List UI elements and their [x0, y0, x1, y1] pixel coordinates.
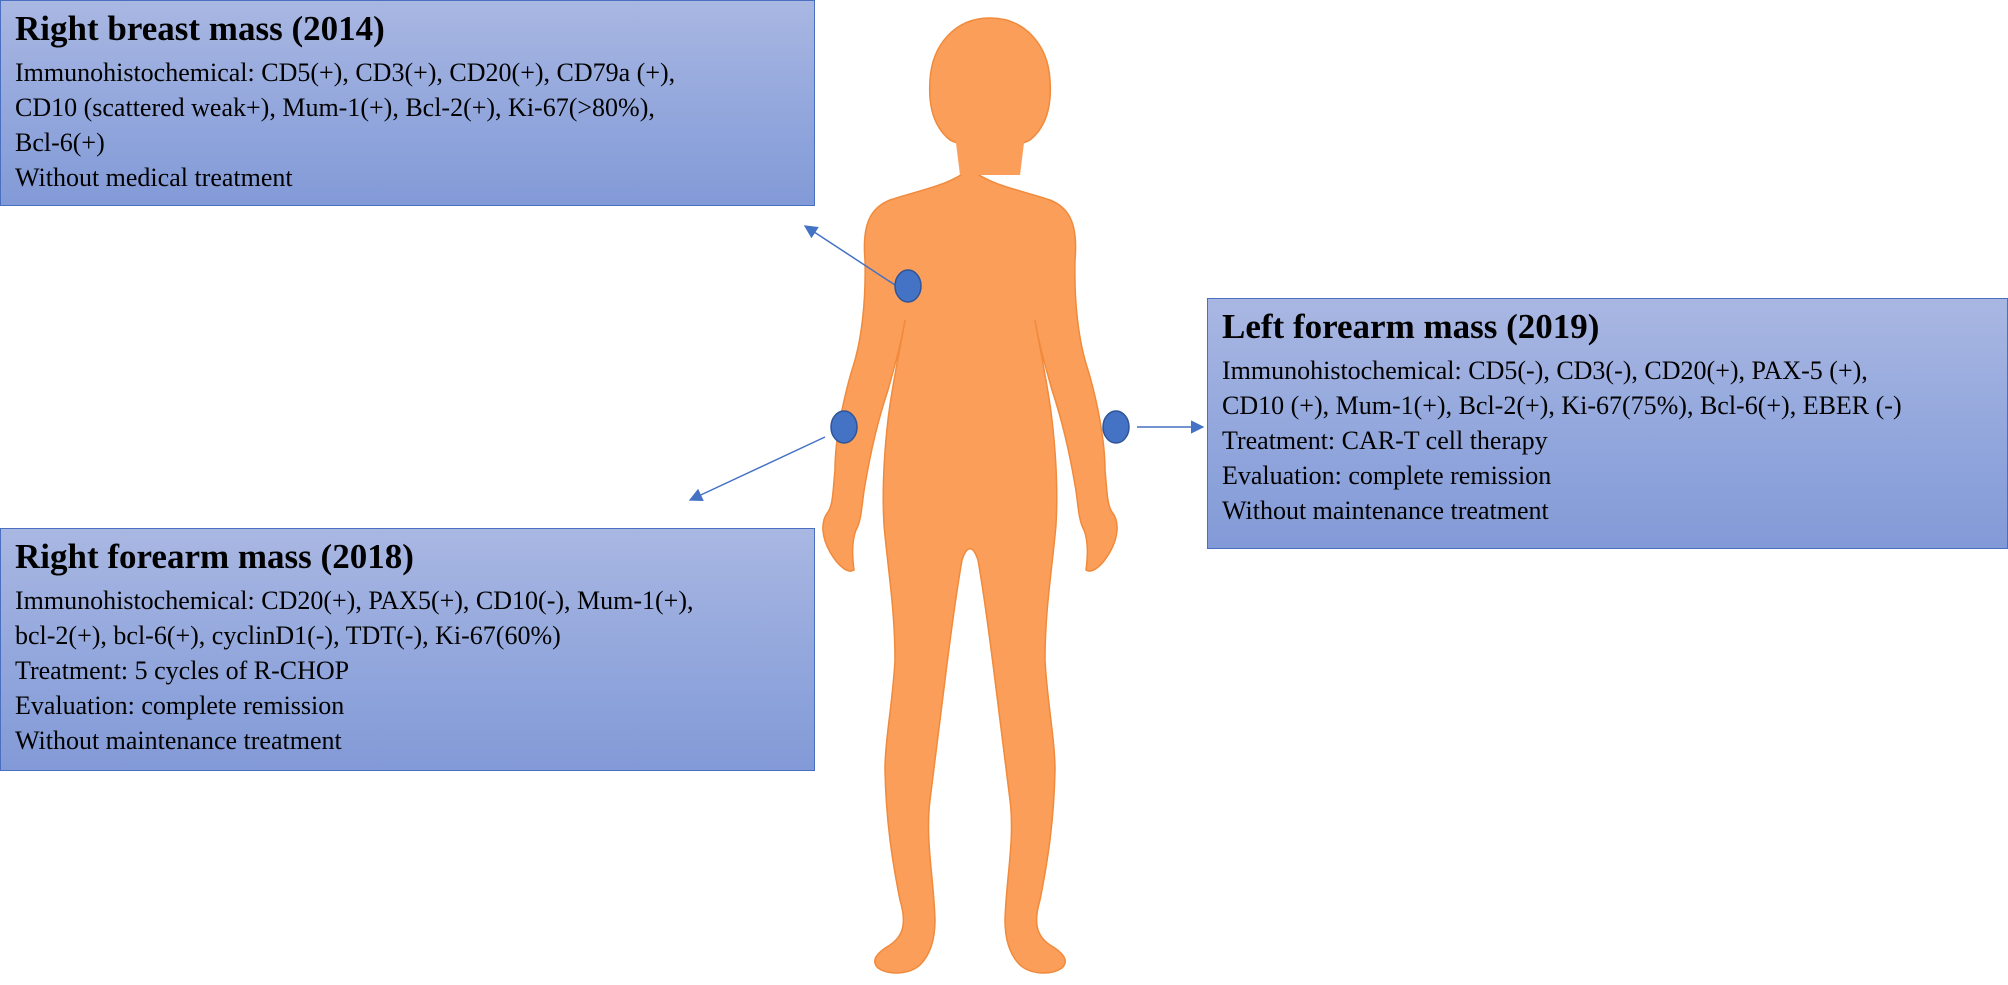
- right-forearm-mass-line-3: Treatment: 5 cycles of R-CHOP: [15, 656, 350, 685]
- right-forearm-mass-line-4: Evaluation: complete remission: [15, 691, 345, 720]
- left-forearm-mass-line-4: Evaluation: complete remission: [1222, 461, 1552, 490]
- arrow-right-forearm: [688, 436, 826, 501]
- right-forearm-mass-line-1: Immunohistochemical: CD20(+), PAX5(+), C…: [15, 586, 694, 615]
- breast-mass-line-1: Immunohistochemical: CD5(+), CD3(+), CD2…: [15, 58, 676, 87]
- left-forearm-mass-line-2: CD10 (+), Mum-1(+), Bcl-2(+), Ki-67(75%)…: [1222, 391, 1902, 420]
- breast-mass-box: Right breast mass (2014) Immunohistochem…: [0, 0, 815, 206]
- breast-mass-line-4: Without medical treatment: [15, 163, 293, 192]
- breast-mass-line-2: CD10 (scattered weak+), Mum-1(+), Bcl-2(…: [15, 93, 655, 122]
- left-forearm-mass-title: Left forearm mass (2019): [1222, 307, 1600, 346]
- left-forearm-mass-line-5: Without maintenance treatment: [1222, 496, 1549, 525]
- lesion-marker-left-forearm: [1102, 410, 1130, 444]
- left-forearm-mass-line-3: Treatment: CAR-T cell therapy: [1222, 426, 1548, 455]
- lesion-marker-right-forearm: [830, 410, 858, 444]
- right-forearm-mass-title: Right forearm mass (2018): [15, 537, 414, 576]
- right-forearm-mass-line-5: Without maintenance treatment: [15, 726, 342, 755]
- left-forearm-mass-box: Left forearm mass (2019) Immunohistochem…: [1207, 298, 2008, 549]
- left-forearm-mass-line-1: Immunohistochemical: CD5(-), CD3(-), CD2…: [1222, 356, 1868, 385]
- lesion-marker-breast: [894, 269, 922, 303]
- breast-mass-line-3: Bcl-6(+): [15, 128, 105, 157]
- arrow-breast: [803, 225, 896, 286]
- human-silhouette-icon: [822, 17, 1118, 974]
- right-forearm-mass-line-2: bcl-2(+), bcl-6(+), cyclinD1(-), TDT(-),…: [15, 621, 561, 650]
- breast-mass-title: Right breast mass (2014): [15, 9, 385, 48]
- right-forearm-mass-box: Right forearm mass (2018) Immunohistoche…: [0, 528, 815, 771]
